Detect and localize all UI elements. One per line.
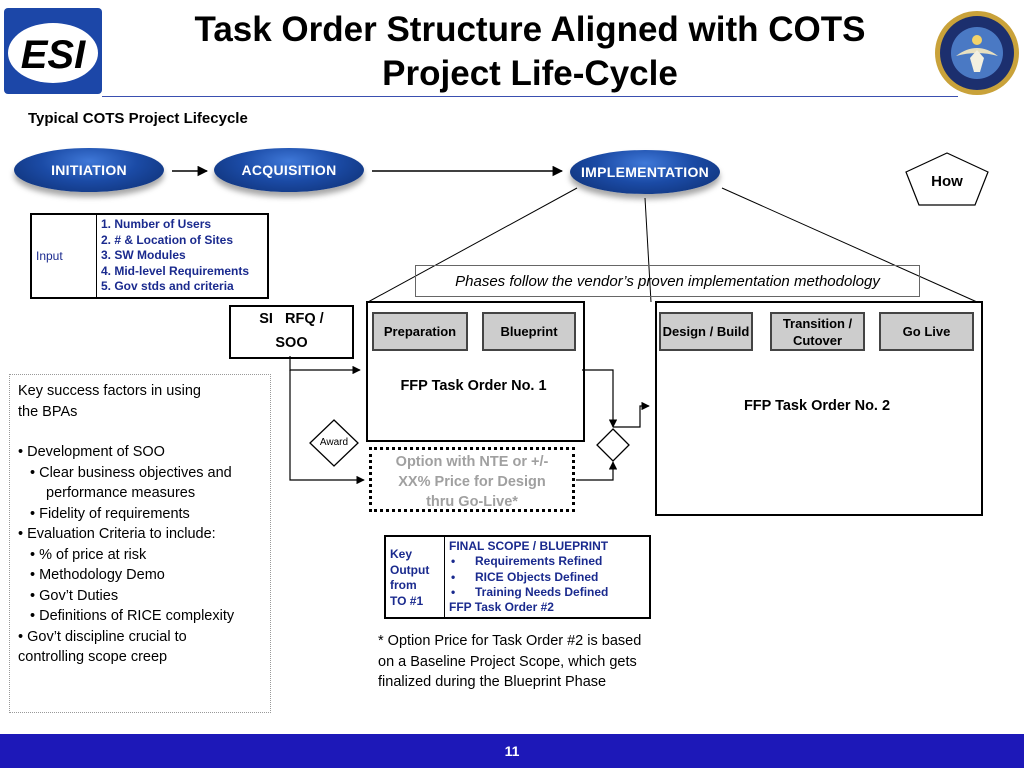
department-of-defense-seal-icon	[935, 11, 1019, 95]
input-table: Input 1. Number of Users 2. # & Location…	[30, 213, 269, 299]
input-label: Input	[30, 213, 97, 298]
step-preparation: Preparation	[372, 312, 468, 351]
key-output-label-line: Key	[390, 547, 413, 561]
ksf-item: • Evaluation Criteria to include:	[18, 526, 216, 542]
rfq-line2: SOO	[275, 335, 308, 351]
ksf-intro-line2: the BPAs	[18, 403, 78, 420]
phase-initiation: INITIATION	[14, 148, 164, 192]
key-output-footer: FFP Task Order #2	[449, 600, 554, 615]
key-output-list: FINAL SCOPE / BLUEPRINT Requirements Ref…	[444, 535, 651, 619]
option-box: Option with NTE or +/- XX% Price for Des…	[369, 447, 575, 512]
option-line2: XX% Price for Design	[398, 474, 546, 490]
step-go-live: Go Live	[879, 312, 974, 351]
phase-acquisition: ACQUISITION	[214, 148, 364, 192]
expansion-line-left	[367, 187, 578, 303]
ksf-subitem: • Fidelity of requirements	[30, 505, 190, 522]
key-output-label-line: Output	[390, 562, 430, 577]
key-output-heading: FINAL SCOPE / BLUEPRINT	[449, 539, 609, 553]
ksf-item-cont: controlling scope creep	[18, 649, 168, 665]
input-item: 5. Gov stds and criteria	[101, 279, 234, 293]
key-output-label: Key Output from TO #1	[384, 535, 445, 619]
phase-implementation: IMPLEMENTATION	[570, 150, 720, 194]
key-output-bullet: RICE Objects Defined	[449, 570, 645, 586]
rfq-soo-box: SI RFQ / SOO	[229, 305, 354, 359]
arrow-rfq-to-option	[289, 370, 365, 485]
page-number: 11	[504, 743, 520, 759]
svg-text:ESI: ESI	[21, 33, 86, 77]
esi-logo: ESI	[4, 8, 102, 94]
key-output-label-line: TO #1	[390, 593, 424, 608]
ksf-subitem: • Gov’t Duties	[30, 587, 119, 604]
input-list: 1. Number of Users 2. # & Location of Si…	[96, 213, 269, 298]
key-output-table: Key Output from TO #1 FINAL SCOPE / BLUE…	[384, 535, 651, 620]
page-title: Task Order Structure Aligned with COTS P…	[110, 8, 950, 96]
ksf-item: • Development of SOO	[18, 444, 165, 460]
rfq-line1: SI RFQ /	[259, 311, 324, 327]
input-item: 1. Number of Users	[101, 217, 212, 231]
page-title-line1: Task Order Structure Aligned with COTS	[194, 10, 866, 49]
arrow-option-to-diamond	[576, 461, 618, 481]
step-design-build: Design / Build	[659, 312, 753, 351]
task-order-1-label: FFP Task Order No. 1	[400, 378, 547, 394]
input-item: 3. SW Modules	[101, 248, 186, 262]
decision-diamond	[596, 428, 630, 462]
arrow-diamond-to-to2	[613, 401, 650, 428]
key-output-bullet: Requirements Refined	[449, 554, 645, 570]
phases-note: Phases follow the vendor’s proven implem…	[415, 265, 920, 297]
award-label: Award	[319, 437, 349, 448]
step-blueprint: Blueprint	[482, 312, 576, 351]
ksf-item: • Gov’t discipline crucial to	[18, 628, 187, 645]
ksf-intro-line1: Key success factors in using	[18, 383, 201, 399]
how-label: How	[931, 173, 963, 190]
header-divider	[102, 96, 958, 97]
footer-bar: 11	[0, 734, 1024, 768]
footnote: * Option Price for Task Order #2 is base…	[378, 633, 642, 690]
ksf-subitem: • Clear business objectives and performa…	[30, 464, 232, 502]
page-title-line2: Project Life-Cycle	[382, 54, 678, 93]
key-success-factors: Key success factors in using the BPAs • …	[9, 374, 271, 713]
arrow-to1-to-diamond	[582, 369, 618, 428]
esi-logo-icon: ESI	[8, 23, 98, 83]
task-order-1-box	[366, 301, 585, 442]
task-order-2-box	[655, 301, 983, 516]
input-item: 2. # & Location of Sites	[101, 232, 234, 247]
expansion-line-right	[721, 187, 978, 303]
ksf-subitem: • % of price at risk	[30, 546, 147, 563]
expansion-line-mid	[644, 197, 652, 303]
option-line1: Option with NTE or +/-	[395, 454, 549, 470]
step-transition-cutover: Transition / Cutover	[770, 312, 865, 351]
key-output-bullet: Training Needs Defined	[449, 585, 645, 601]
ksf-subitem: • Definitions of RICE complexity	[30, 608, 235, 624]
option-line3: thru Go-Live*	[426, 494, 518, 510]
award-diamond	[309, 419, 359, 467]
ksf-subitem: • Methodology Demo	[30, 567, 165, 583]
lifecycle-heading: Typical COTS Project Lifecycle	[28, 110, 248, 127]
input-item: 4. Mid-level Requirements	[101, 263, 250, 278]
key-output-label-line: from	[390, 578, 417, 592]
how-pentagon	[905, 152, 989, 206]
task-order-2-label: FFP Task Order No. 2	[743, 398, 891, 414]
